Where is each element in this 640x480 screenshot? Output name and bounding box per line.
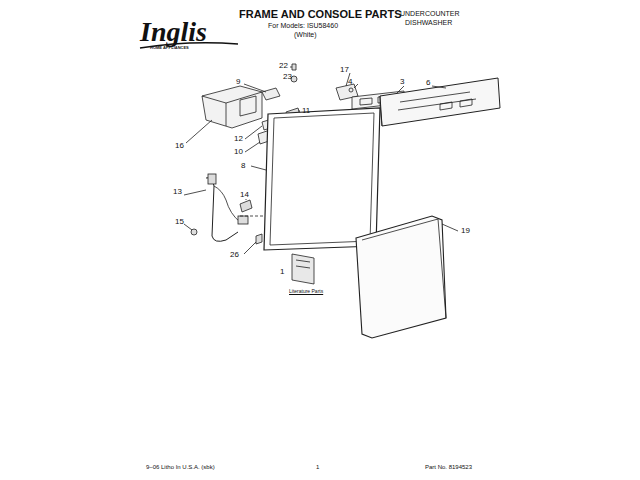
callout-number: 26 <box>230 251 239 259</box>
callout-number: 13 <box>173 188 182 196</box>
product-type: DISHWASHER <box>405 19 452 26</box>
brand-logo: Inglis <box>140 18 207 46</box>
callout-number: 17 <box>340 66 349 74</box>
callout-number: 12 <box>234 135 243 143</box>
model-line: For Models: ISU58460 <box>268 22 338 29</box>
callout-number: 22 <box>279 62 288 70</box>
callout-number: 10 <box>234 148 243 156</box>
callout-number: 16 <box>175 142 184 150</box>
page-number: 1 <box>316 464 319 470</box>
print-note: 9–06 Litho In U.S.A. (sbk) <box>146 464 215 470</box>
section-label: Literature Parts <box>289 289 323 294</box>
callout-number: 1 <box>280 268 284 276</box>
callout-number: 15 <box>175 218 184 226</box>
callout-number: 6 <box>426 79 430 87</box>
callout-number: 9 <box>236 78 240 86</box>
page-title: FRAME AND CONSOLE PARTS <box>239 9 402 20</box>
callout-number: 19 <box>461 227 470 235</box>
callout-number: 3 <box>400 78 404 86</box>
callout-number: 11 <box>302 107 310 115</box>
part-number: Part No. 8194523 <box>425 464 472 470</box>
callout-number: 8 <box>241 162 245 170</box>
color-note: (White) <box>294 31 317 38</box>
brand-tagline: HOME APPLIANCES <box>150 46 189 50</box>
callout-number: 14 <box>240 191 249 199</box>
callout-number: 4 <box>348 78 352 86</box>
callout-number: 23 <box>283 73 292 81</box>
product-type: UNDERCOUNTER <box>400 10 460 17</box>
